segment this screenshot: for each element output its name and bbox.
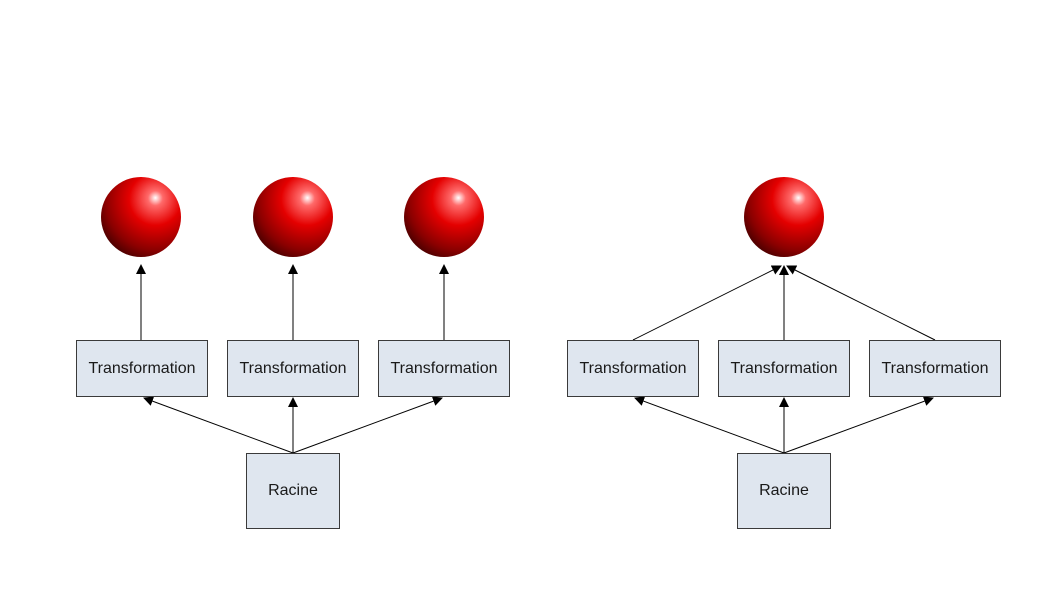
sphere-object [404,177,484,257]
transformation-node: Transformation [378,340,510,397]
arrow-root-to-transform [292,396,443,454]
transformation-label: Transformation [881,359,989,377]
sphere-object [253,177,333,257]
arrow-root-to-transform [143,396,294,454]
transformation-node: Transformation [76,340,208,397]
transformation-node: Transformation [227,340,359,397]
root-node: Racine [737,453,831,529]
transformation-label: Transformation [88,359,196,377]
arrow-transform-to-shared-sphere [786,265,936,341]
arrow-root-to-transform [783,396,934,454]
root-label: Racine [759,482,809,499]
transformation-label: Transformation [239,359,347,377]
transformation-label: Transformation [390,359,498,377]
transformation-node: Transformation [718,340,850,397]
arrow-root-to-transform [634,396,785,454]
arrow-transform-to-shared-sphere [632,265,782,341]
transformation-label: Transformation [730,359,838,377]
transformation-node: Transformation [869,340,1001,397]
sphere-object [101,177,181,257]
transformation-node: Transformation [567,340,699,397]
shared-sphere-object [744,177,824,257]
root-node: Racine [246,453,340,529]
root-label: Racine [268,482,318,499]
transformation-label: Transformation [579,359,687,377]
